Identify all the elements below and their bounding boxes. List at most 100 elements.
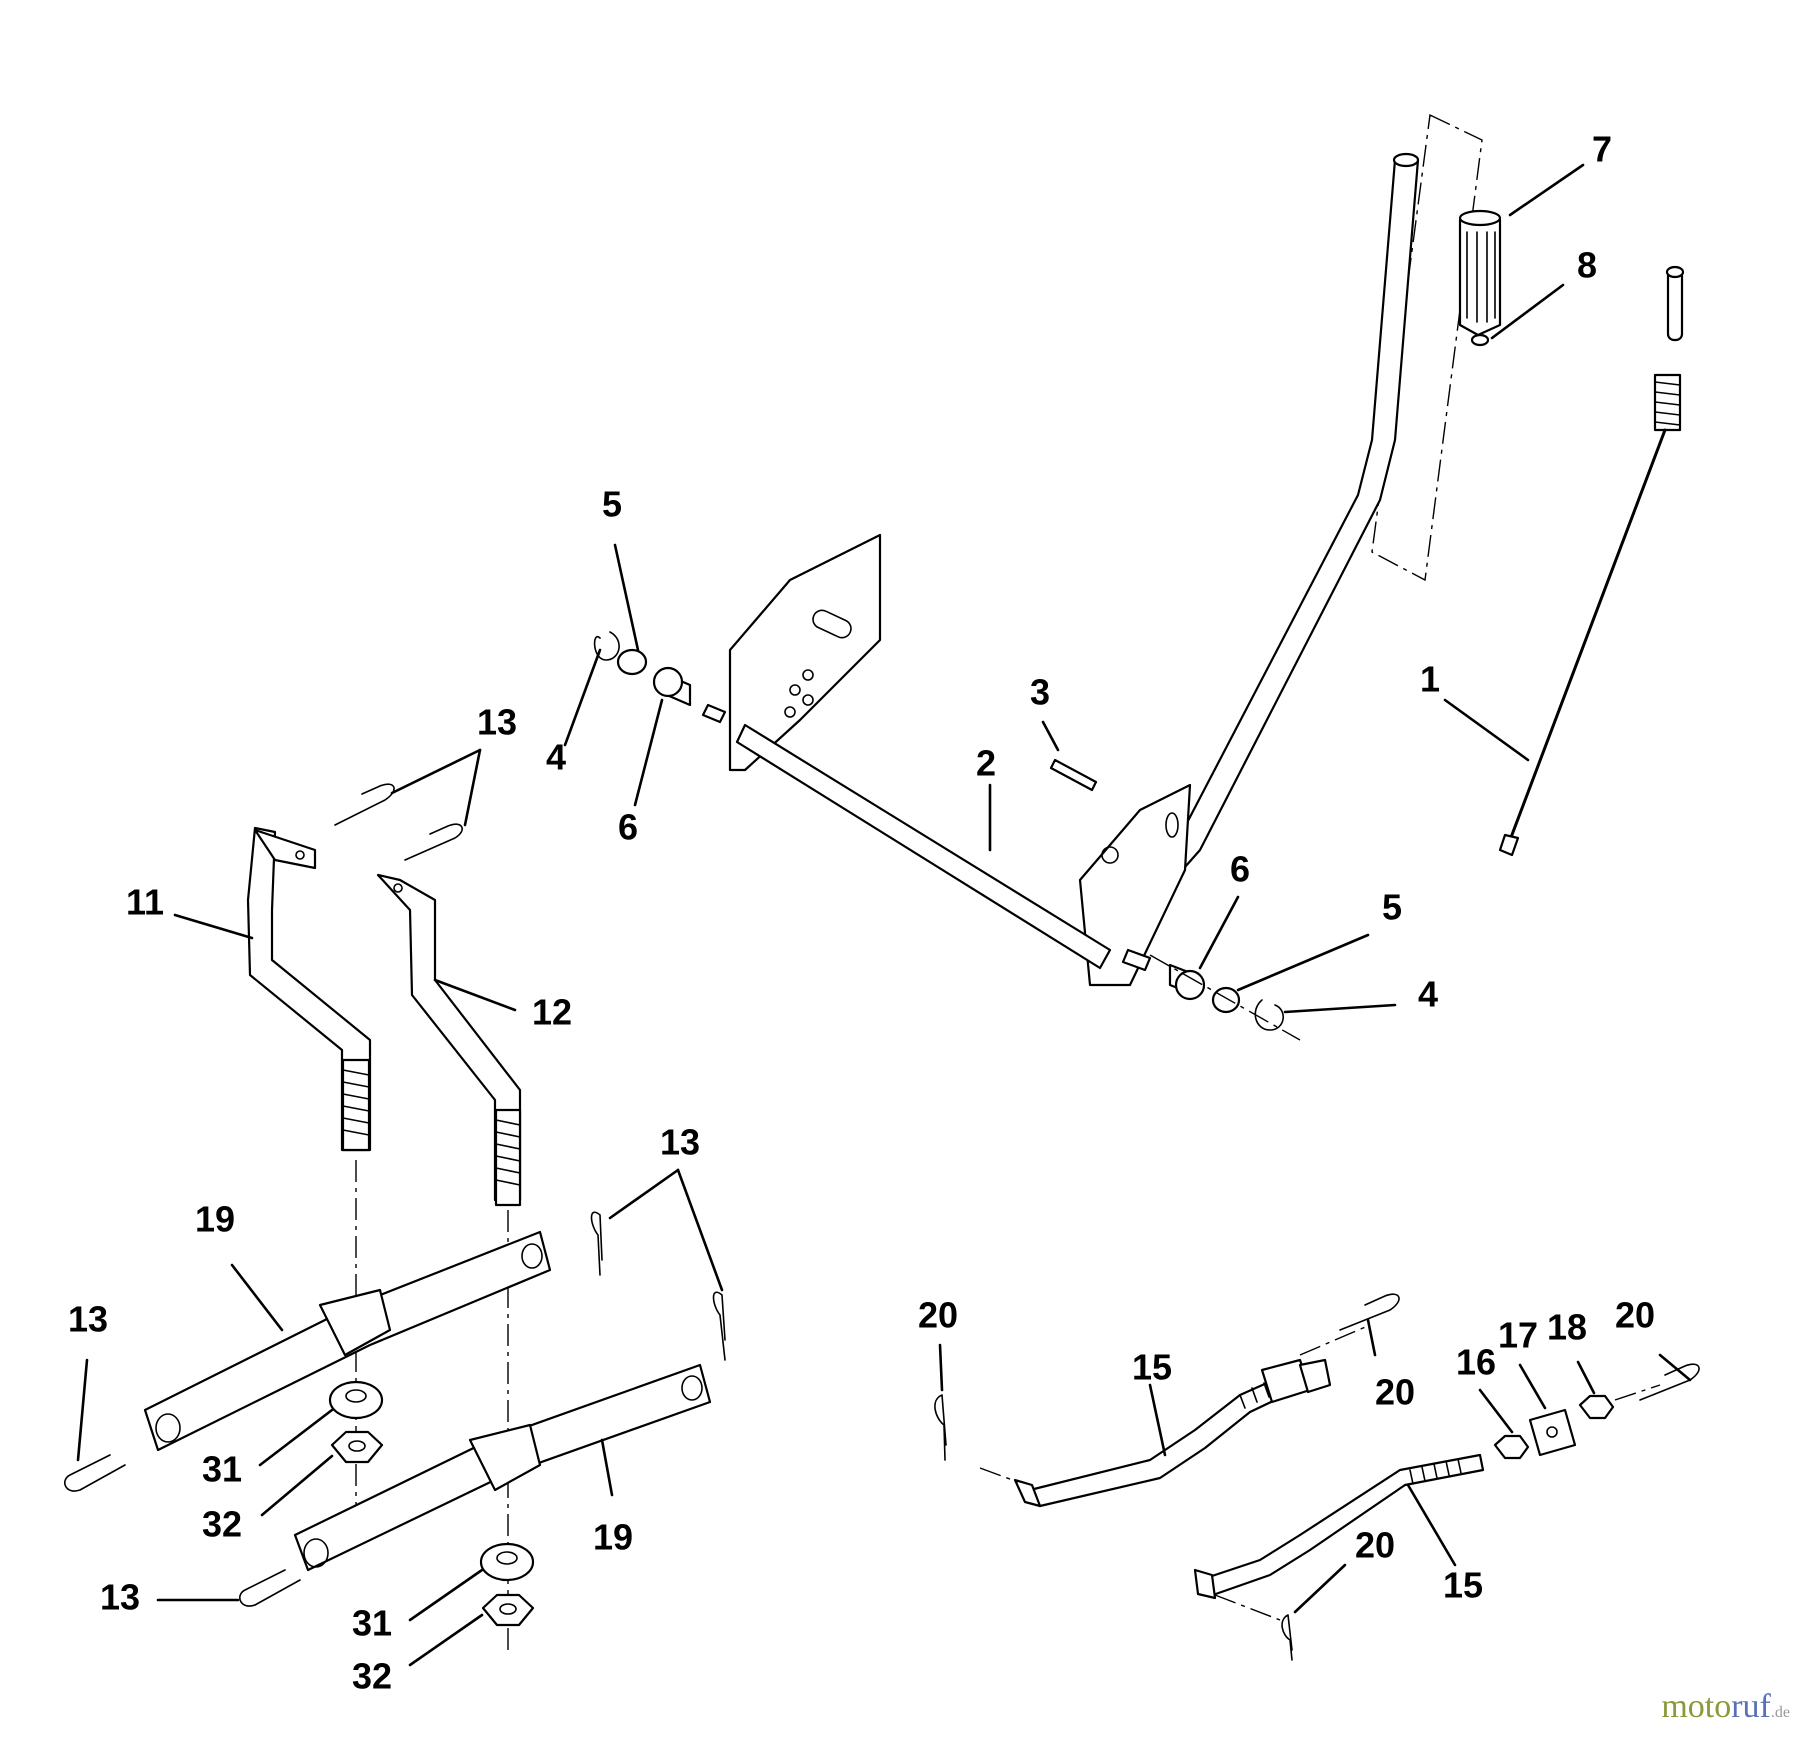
callout-5-right: 5 bbox=[1382, 887, 1402, 928]
callout-20-upper: 20 bbox=[1375, 1372, 1415, 1413]
nut-32-upper-hole bbox=[348, 1440, 366, 1452]
spring-coils bbox=[1654, 381, 1681, 426]
washer-left bbox=[616, 648, 648, 676]
leader-4a bbox=[563, 648, 602, 747]
deck-rod-15-lower-threads bbox=[1409, 1458, 1462, 1485]
callout-19-lower: 19 bbox=[593, 1517, 633, 1558]
spacer-nut-lower bbox=[479, 1542, 535, 1627]
spring-rod bbox=[1508, 428, 1667, 842]
hair-pin-13-left-a bbox=[64, 1454, 126, 1492]
leader-13b-2 bbox=[676, 1168, 724, 1292]
link-11-thread bbox=[341, 1058, 371, 1152]
leader-15b bbox=[1406, 1483, 1457, 1567]
bushing-left-face bbox=[652, 666, 684, 698]
handle-grip-group bbox=[1458, 209, 1502, 347]
callout-13-left: 13 bbox=[68, 1299, 108, 1340]
hair-clip-right bbox=[1254, 999, 1284, 1031]
spacer-31-lower bbox=[479, 1542, 535, 1582]
leader-32a bbox=[260, 1454, 334, 1517]
plate-hole-1 bbox=[789, 684, 801, 696]
handle-slot bbox=[1165, 812, 1179, 838]
callout-1: 1 bbox=[1420, 659, 1440, 700]
handle-tube-end bbox=[1392, 152, 1420, 168]
leader-19a bbox=[230, 1263, 284, 1332]
leader-4b bbox=[1283, 1003, 1397, 1014]
washer-right bbox=[1211, 986, 1241, 1014]
shaft-end-bushing-left bbox=[701, 703, 727, 724]
callout-32-upper: 32 bbox=[202, 1504, 242, 1545]
leader-16 bbox=[1478, 1388, 1514, 1434]
handle-pin bbox=[1470, 333, 1490, 347]
callout-15-lower: 15 bbox=[1443, 1565, 1483, 1606]
spring-rod-group bbox=[1498, 265, 1685, 857]
callout-12: 12 bbox=[532, 992, 572, 1033]
plate-slot bbox=[812, 609, 852, 639]
callout-13-top: 13 bbox=[477, 702, 517, 743]
grip-ribs bbox=[1466, 231, 1496, 323]
hair-pin-13-top-a bbox=[334, 783, 395, 826]
link-11-hole bbox=[295, 850, 305, 860]
callout-32-lower: 32 bbox=[352, 1656, 392, 1697]
leader-13a-2 bbox=[463, 748, 482, 827]
spacer-nut-upper bbox=[328, 1380, 384, 1464]
leader-31a bbox=[258, 1408, 334, 1467]
lift-arm-lower bbox=[293, 1363, 712, 1572]
hair-pin-20-left bbox=[934, 1394, 947, 1461]
callout-20-lower: 20 bbox=[1355, 1525, 1395, 1566]
leader-18 bbox=[1576, 1360, 1596, 1395]
deck-lower-right-axis bbox=[1614, 1384, 1661, 1401]
deck-rod-15-lower-hook bbox=[1193, 1568, 1217, 1600]
deck-upper-axis bbox=[979, 1467, 1019, 1483]
leader-6a bbox=[633, 698, 664, 807]
deck-rod-15-lower bbox=[1198, 1453, 1485, 1598]
callout-20-left: 20 bbox=[918, 1295, 958, 1336]
lift-arm-lower-socket bbox=[468, 1423, 542, 1492]
link-12-hole bbox=[393, 883, 403, 893]
leader-11 bbox=[173, 913, 254, 940]
rod-top-cap bbox=[1665, 265, 1685, 279]
deck-rod-lower bbox=[1193, 1394, 1615, 1600]
hair-pin-13-top-b bbox=[404, 823, 463, 861]
left-shaft-hardware bbox=[593, 631, 692, 707]
leader-15a bbox=[1148, 1383, 1167, 1457]
leader-20a bbox=[938, 1343, 944, 1392]
handle-grip bbox=[1458, 218, 1502, 337]
leader-5b bbox=[1236, 933, 1370, 992]
leader-17 bbox=[1518, 1363, 1547, 1410]
watermark-part-1: moto bbox=[1661, 1688, 1732, 1725]
callout-18: 18 bbox=[1547, 1307, 1587, 1348]
link-11-threads bbox=[342, 1069, 370, 1136]
leader-20d bbox=[1293, 1563, 1347, 1614]
callout-6-right: 6 bbox=[1230, 849, 1250, 890]
callout-13-mid: 13 bbox=[660, 1122, 700, 1163]
arm-upper-hole-right bbox=[521, 1243, 543, 1269]
nut-32-upper bbox=[330, 1430, 384, 1464]
nut-32-lower-hole bbox=[499, 1603, 517, 1615]
arm-lower-hole-right bbox=[681, 1375, 703, 1401]
callout-13-bottom: 13 bbox=[100, 1577, 140, 1618]
hair-pin-13-mid-a bbox=[590, 1211, 603, 1276]
callout-5-left: 5 bbox=[602, 484, 622, 525]
callout-labels: 1 2 3 4 4 5 5 6 6 7 8 11 12 13 13 13 13 … bbox=[68, 129, 1655, 1697]
lift-arm-upper-socket bbox=[318, 1288, 392, 1357]
leader-20b bbox=[1366, 1318, 1377, 1357]
callout-31-lower: 31 bbox=[352, 1603, 392, 1644]
watermark-part-3: .de bbox=[1770, 1704, 1790, 1721]
rod-end-hook bbox=[1498, 833, 1520, 857]
hair-pin-20-right bbox=[1639, 1363, 1700, 1401]
leader-3 bbox=[1041, 720, 1060, 752]
spacer-31-upper bbox=[328, 1380, 384, 1420]
grip-top bbox=[1458, 209, 1502, 227]
callout-2: 2 bbox=[976, 743, 996, 784]
leader-13a-1 bbox=[390, 748, 482, 795]
leader-19b bbox=[600, 1438, 614, 1497]
callout-8: 8 bbox=[1577, 245, 1597, 286]
deck-rod-upper bbox=[1013, 1358, 1332, 1508]
spacer-31-upper-hole bbox=[345, 1389, 367, 1403]
leader-6b bbox=[1198, 895, 1240, 970]
callout-4-right: 4 bbox=[1418, 974, 1438, 1015]
arm-upper-hole-left bbox=[155, 1413, 181, 1443]
callout-7: 7 bbox=[1592, 129, 1612, 170]
handle-phantom-outline bbox=[1371, 113, 1483, 582]
